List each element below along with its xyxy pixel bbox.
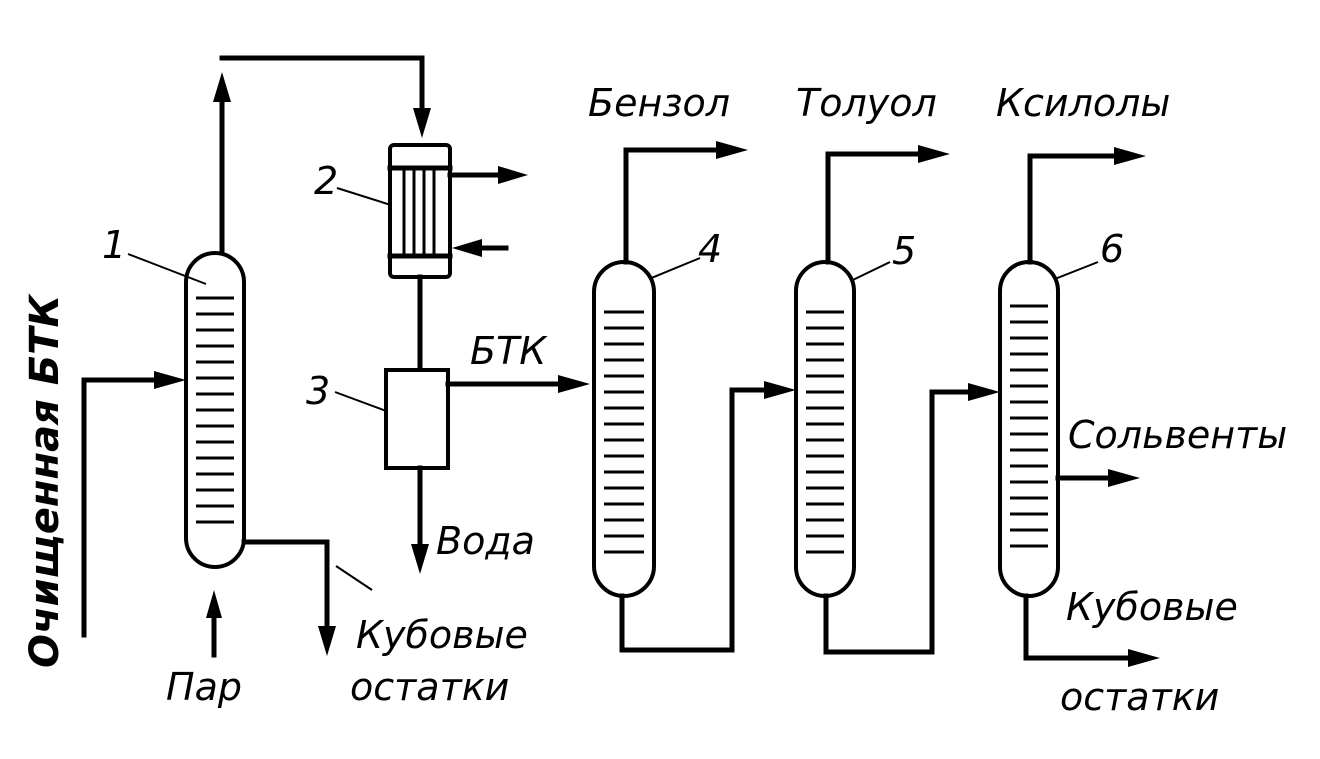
column-5: [794, 145, 950, 598]
water-label: Вода: [436, 519, 535, 563]
bottoms-line-4: [619, 381, 796, 653]
column-4: [592, 141, 748, 598]
steam-line: [206, 590, 222, 658]
bottoms-6-label-line1: Кубовые: [1066, 585, 1238, 629]
unit-number-3: 3: [306, 369, 330, 413]
unit-number-1: 1: [102, 223, 126, 267]
unit-number-2: 2: [314, 159, 338, 203]
bottoms-1-label-line1: Кубовые: [356, 613, 528, 657]
bottoms-line-1: [241, 539, 336, 656]
unit-number-5: 5: [892, 229, 916, 273]
feed-line: [81, 371, 186, 638]
column-6-trays: [1010, 304, 1048, 548]
bottoms-1-label-line2: остатки: [350, 665, 509, 709]
bottoms-line-5: [823, 383, 1000, 655]
benzene-label: Бензол: [588, 81, 730, 125]
steam-label: Пар: [166, 665, 242, 709]
feed-label: Очищенная БТК: [22, 293, 68, 668]
toluene-label: Толуол: [796, 81, 937, 125]
column-5-trays: [806, 310, 844, 554]
column-1: [184, 251, 246, 569]
unit-number-6: 6: [1100, 227, 1124, 271]
overhead-line-1: [213, 55, 431, 256]
btk-label: БТК: [470, 329, 548, 373]
bottoms-6-label-line2: остатки: [1060, 675, 1219, 719]
condenser-2: [387, 143, 528, 279]
solvents-label: Сольвенты: [1068, 413, 1287, 457]
column-1-trays: [196, 296, 234, 524]
column-4-trays: [604, 310, 644, 554]
unit-number-4: 4: [698, 227, 722, 271]
btk-line: [445, 375, 590, 393]
column-6: [998, 147, 1160, 667]
separator-3: [384, 368, 450, 574]
xylenes-label: Ксилолы: [996, 81, 1170, 125]
